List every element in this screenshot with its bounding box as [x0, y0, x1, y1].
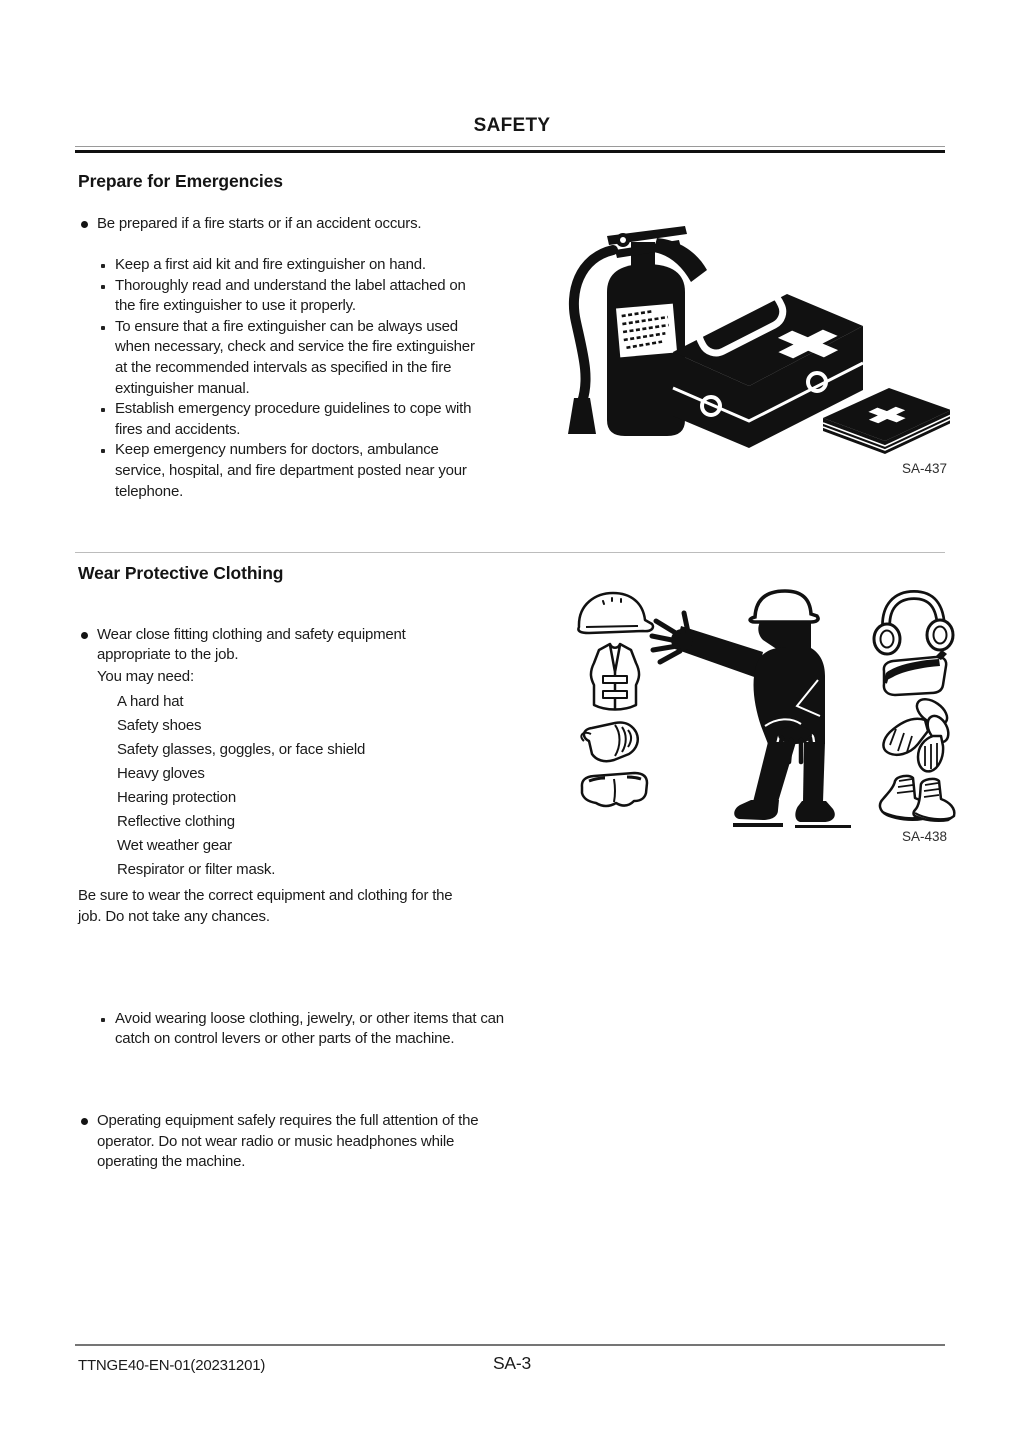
header-rule-thick: [75, 150, 945, 153]
respirator-icon: [580, 721, 639, 763]
list-item: Respirator or filter mask.: [117, 861, 276, 878]
page-title: SAFETY: [473, 115, 551, 136]
worker-figure: [649, 589, 851, 828]
section-heading-emergencies: Prepare for Emergencies: [78, 171, 283, 191]
need-intro: You may need:: [97, 668, 194, 685]
first-aid-pouch-illustration: [822, 388, 950, 454]
list-item: Heavy gloves: [117, 765, 205, 782]
figure-caption: SA-438: [901, 829, 947, 844]
footer-doc-code: TTNGE40-EN-01(20231201): [78, 1357, 266, 1374]
header-rule-thin: [75, 146, 945, 147]
list-item: Thoroughly read and understand the label…: [78, 276, 487, 317]
figure-caption: SA-437: [901, 461, 947, 476]
clothing-second-bullet: Operating equipment safely requires the …: [78, 1111, 506, 1173]
list-item: Reflective clothing: [117, 813, 235, 830]
earmuffs-icon: [872, 589, 955, 656]
section-divider: [75, 552, 945, 553]
clothing-lead-bullet: Wear close fitting clothing and safety e…: [78, 625, 476, 666]
first-aid-equipment-figure: [568, 226, 950, 454]
footer-page-number: SA-3: [492, 1353, 532, 1373]
list-item: Establish emergency procedure guidelines…: [78, 399, 487, 440]
list-item: Wet weather gear: [117, 837, 232, 854]
face-shield-icon: [882, 650, 948, 697]
gloves-icon: [882, 698, 950, 773]
list-item: Hearing protection: [117, 789, 236, 806]
safety-vest-icon: [589, 642, 641, 711]
goggles-icon: [580, 771, 649, 808]
footer-rule: [75, 1344, 945, 1346]
list-item: Safety shoes: [117, 717, 202, 734]
emergencies-sub-bullet-list: Keep a first aid kit and fire extinguish…: [78, 255, 487, 502]
hard-hat-icon: [577, 591, 655, 635]
list-item: Keep a first aid kit and fire extinguish…: [78, 255, 487, 276]
need-item-list: A hard hat Safety shoes Safety glasses, …: [117, 690, 497, 882]
clothing-paragraph: Be sure to wear the correct equipment an…: [78, 887, 453, 925]
list-item: Safety glasses, goggles, or face shield: [117, 741, 366, 758]
list-item: To ensure that a fire extinguisher can b…: [78, 317, 487, 399]
first-aid-box-illustration: [672, 289, 864, 448]
emergencies-lead-bullet: Be prepared if a fire starts or if an ac…: [78, 214, 537, 235]
boots-icon: [878, 774, 956, 823]
section-heading-clothing: Wear Protective Clothing: [78, 563, 284, 583]
list-item: A hard hat: [117, 693, 184, 710]
protective-clothing-figure: [577, 589, 956, 828]
list-item: Keep emergency numbers for doctors, ambu…: [78, 440, 487, 502]
clothing-sub-bullet: Avoid wearing loose clothing, jewelry, o…: [78, 1009, 536, 1050]
fire-extinguisher-illustration: [568, 226, 707, 436]
